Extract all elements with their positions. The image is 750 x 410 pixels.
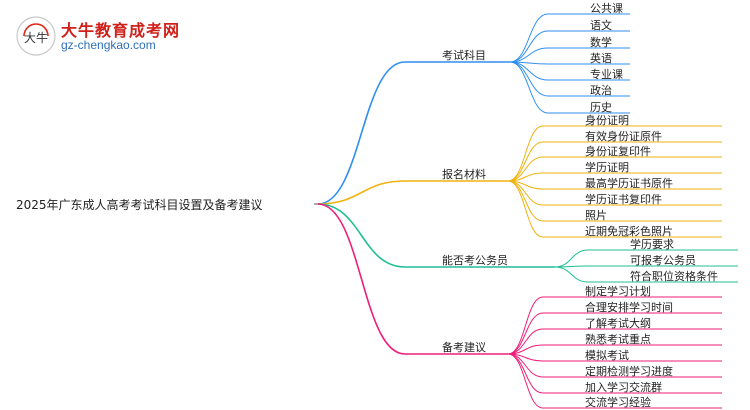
leaf-connector <box>509 61 549 81</box>
leaf-label: 加入学习交流群 <box>585 381 662 394</box>
leaf-connector <box>507 141 544 182</box>
leaf-label: 定期检测学习进度 <box>585 365 673 378</box>
leaf-label: 学历要求 <box>630 238 674 251</box>
leaf-connector <box>507 125 544 182</box>
leaf-label: 数学 <box>590 36 612 49</box>
leaf-label: 专业课 <box>590 68 623 81</box>
leaf-label: 合理安排学习时间 <box>585 301 673 314</box>
leaf-connector <box>507 353 544 409</box>
leaf-label: 英语 <box>590 52 612 65</box>
leaf-label: 符合职位资格条件 <box>630 270 718 283</box>
leaf-label: 可报考公务员 <box>630 254 696 267</box>
site-url: gz-chengkao.com <box>61 38 156 52</box>
leaf-label: 了解考试大纲 <box>585 317 651 330</box>
site-title: 大牛教育成考网 <box>61 21 181 40</box>
leaf-label: 熟悉考试重点 <box>585 333 651 346</box>
leaf-label: 语文 <box>590 19 612 32</box>
leaf-label: 有效身份证原件 <box>585 130 662 143</box>
branch-connector-3 <box>317 203 406 355</box>
leaf-label: 照片 <box>585 209 607 222</box>
leaf-label: 历史 <box>590 101 612 114</box>
leaf-label: 身份证复印件 <box>585 145 651 158</box>
branch-connector-0 <box>317 61 406 205</box>
leaf-connector <box>509 61 549 114</box>
leaf-label: 学历证书复印件 <box>585 193 662 206</box>
leaf-label: 公共课 <box>590 2 623 15</box>
leaf-connector <box>507 312 544 355</box>
leaf-label: 制定学习计划 <box>585 285 651 298</box>
leaf-label: 模拟考试 <box>585 349 629 362</box>
leaf-label: 最高学历证书原件 <box>585 177 673 190</box>
branch-connector-1 <box>317 180 406 205</box>
leaf-label: 政治 <box>590 84 612 97</box>
leaf-connector <box>554 266 589 283</box>
branch-connector-2 <box>317 203 406 268</box>
logo: 大牛 大牛教育成考网 gz-chengkao.com <box>14 14 194 58</box>
leaf-connector <box>554 249 589 268</box>
leaf-connector <box>507 180 544 222</box>
leaf-label: 学历证明 <box>585 161 629 174</box>
branch-label: 考试科目 <box>442 49 486 62</box>
root-topic: 2025年广东成人高考考试科目设置及备考建议 <box>16 198 263 212</box>
branch-label: 报名材料 <box>442 168 486 181</box>
leaf-connector <box>507 353 544 394</box>
leaf-connector <box>509 30 549 63</box>
logo-mark-icon: 大牛 <box>16 16 56 56</box>
leaf-label: 身份证明 <box>585 114 629 127</box>
leaf-label: 交流学习经验 <box>585 396 651 409</box>
branch-label: 备考建议 <box>442 341 486 354</box>
branch-label: 能否考公务员 <box>442 254 508 267</box>
leaf-label: 近期免冠彩色照片 <box>585 225 673 238</box>
svg-text:大牛: 大牛 <box>24 30 48 45</box>
leaf-connector <box>507 180 544 238</box>
